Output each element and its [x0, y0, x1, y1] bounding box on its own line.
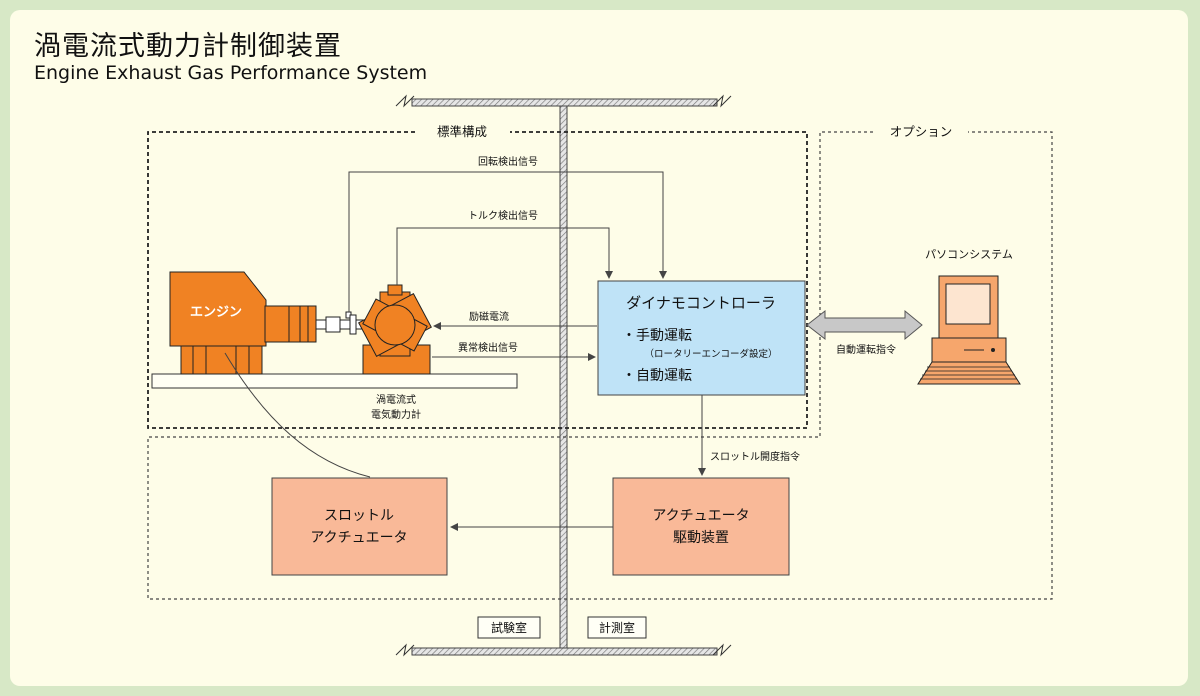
pc-computer-icon — [917, 275, 1021, 385]
torque-signal-line — [396, 227, 613, 285]
engine — [169, 271, 317, 375]
diagram-subtitle: Engine Exhaust Gas Performance System — [34, 62, 428, 84]
throttle-command-label: スロットル開度指令 — [710, 450, 800, 463]
excitation-current-label: 励磁電流 — [469, 310, 509, 323]
engine-label: エンジン — [190, 305, 242, 320]
room-divider-wall — [395, 94, 732, 657]
base-plate — [151, 373, 518, 389]
throttle-link-line — [224, 352, 371, 478]
throttle-actuator-line2: アクチュエータ — [310, 530, 407, 546]
option-frame — [147, 131, 1053, 600]
dynamometer-label-line1: 渦電流式 — [376, 393, 416, 406]
torque-signal-label: トルク検出信号 — [468, 209, 538, 222]
controller-manual-note: （ロータリーエンコーダ設定） — [644, 348, 777, 360]
test-room-label: 試験室 — [491, 620, 527, 635]
test-room-tag — [477, 616, 541, 639]
measurement-room-label: 計測室 — [599, 620, 635, 635]
dynamometer-label-line2: 電気動力計 — [371, 408, 421, 421]
actuator-driver-box — [612, 477, 790, 576]
actuator-driver-line1: アクチュエータ — [652, 508, 749, 524]
pc-system-label: パソコンシステム — [925, 248, 1013, 261]
controller-auto-mode: ・自動運転 — [622, 368, 692, 384]
diagram-title: 渦電流式動力計制御装置 — [34, 31, 342, 62]
rotation-signal-line — [348, 171, 667, 312]
dynamometer — [358, 284, 432, 375]
drive-shaft — [315, 311, 365, 335]
pc-link-double-arrow — [806, 309, 923, 341]
option-label: オプション — [890, 124, 953, 139]
measurement-room-tag — [587, 616, 647, 639]
standard-config-label: 標準構成 — [437, 124, 487, 139]
abnormal-signal-label: 異常検出信号 — [458, 341, 518, 354]
auto-command-label: 自動運転指令 — [836, 343, 896, 356]
throttle-actuator-line1: スロットル — [324, 508, 394, 524]
throttle-actuator-box — [271, 477, 448, 576]
standard-config-frame — [147, 131, 808, 429]
controller-manual-mode: ・手動運転 — [622, 328, 692, 344]
controller-title: ダイナモコントローラ — [626, 294, 776, 312]
actuator-driver-line2: 駆動装置 — [673, 530, 729, 546]
rotation-signal-label: 回転検出信号 — [478, 155, 538, 168]
